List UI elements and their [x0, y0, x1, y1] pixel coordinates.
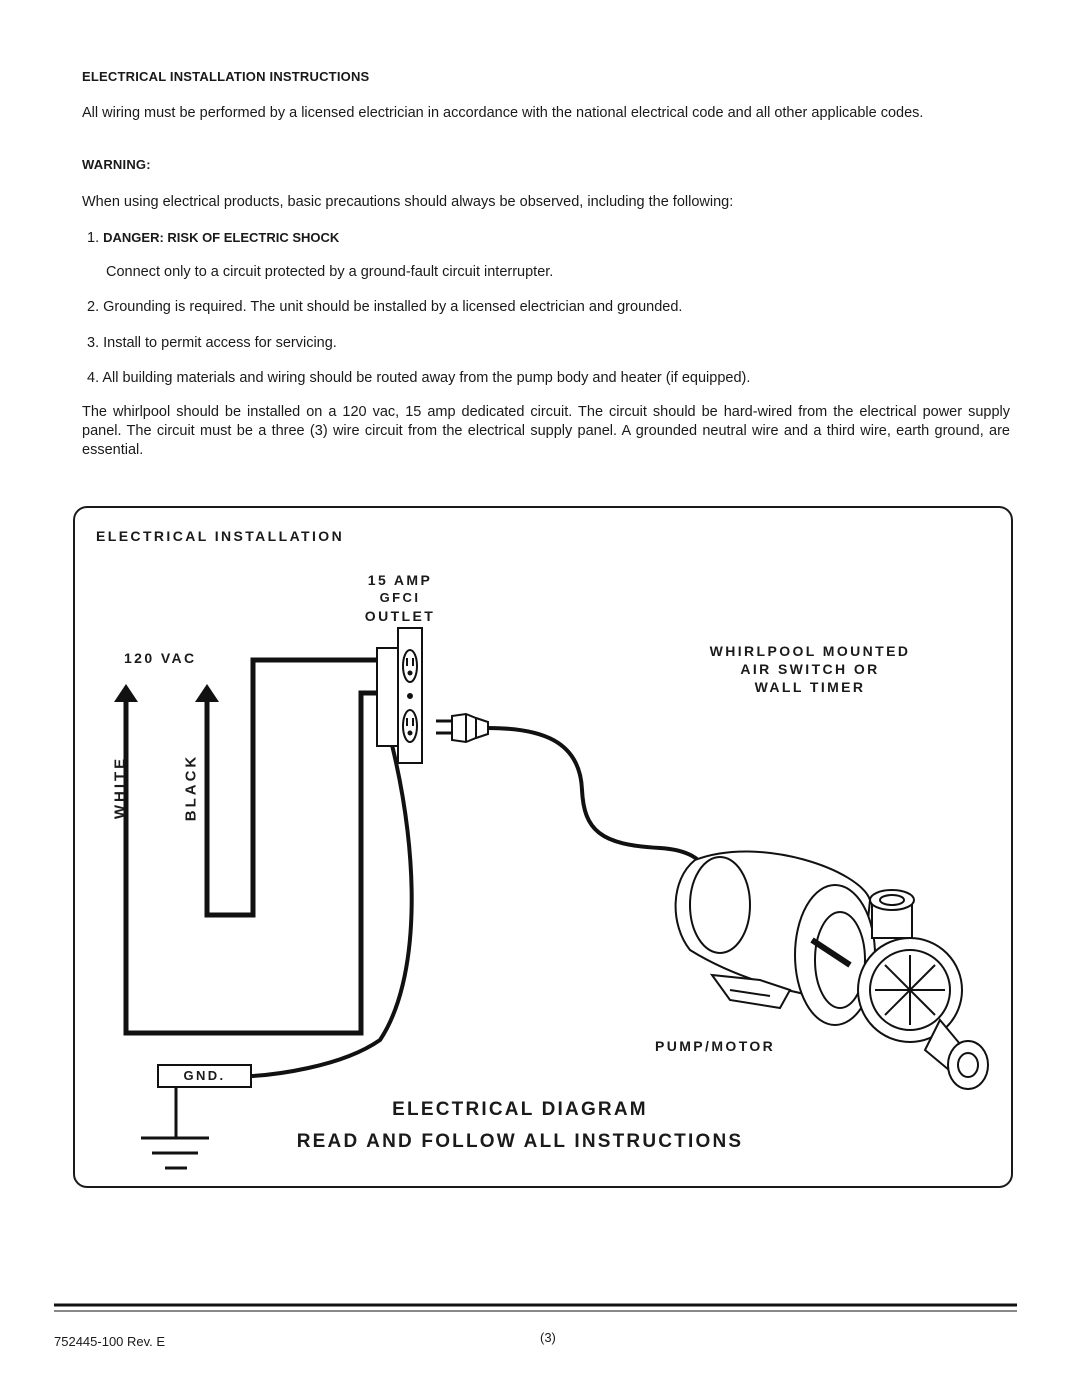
white-wire — [123, 690, 378, 1036]
pump-motor-label: PUMP/MOTOR — [655, 1038, 776, 1054]
plug-icon — [436, 712, 489, 744]
outlet-label-line2: GFCI — [379, 590, 421, 605]
gnd-label: GND. — [183, 1068, 226, 1083]
switch-label-line3: WALL TIMER — [754, 679, 866, 695]
danger-title: DANGER: RISK OF ELECTRIC SHOCK — [103, 230, 340, 245]
diagram-heading: ELECTRICAL INSTALLATION — [96, 528, 345, 544]
document-number: 752445-100 Rev. E — [54, 1334, 166, 1349]
list-item-text: Install to permit access for servicing. — [103, 335, 337, 351]
ground-symbol-icon — [141, 1087, 209, 1170]
warning-heading: WARNING: — [82, 157, 151, 172]
diagram-title: ELECTRICAL DIAGRAM — [392, 1099, 648, 1120]
black-arrow-icon — [195, 684, 219, 702]
diagram-subtitle: READ AND FOLLOW ALL INSTRUCTIONS — [296, 1131, 744, 1152]
list-number: 3. — [87, 335, 100, 351]
list-item: 1. DANGER: RISK OF ELECTRIC SHOCK — [87, 228, 339, 248]
outlet-label-line1: 15 AMP — [367, 572, 433, 588]
electrical-diagram-frame — [73, 506, 1013, 1188]
black-wire — [204, 657, 378, 918]
ground-wire — [251, 744, 414, 1078]
outlet-label-line3: OUTLET — [364, 608, 436, 624]
intro-paragraph: All wiring must be performed by a licens… — [82, 105, 924, 121]
list-item: 3. Install to permit access for servicin… — [87, 334, 337, 353]
list-item-text: All building materials and wiring should… — [102, 370, 751, 386]
list-item: 4. All building materials and wiring sho… — [87, 369, 750, 388]
voltage-label: 120 VAC — [124, 650, 197, 666]
list-number: 2. — [87, 299, 100, 315]
pump-cord — [487, 726, 707, 870]
circuit-paragraph: The whirlpool should be installed on a 1… — [82, 404, 1010, 458]
list-item-text: Grounding is required. The unit should b… — [103, 299, 683, 315]
white-wire-label: WHITE — [111, 755, 129, 820]
list-number: 1. — [87, 230, 100, 246]
white-arrow-icon — [114, 684, 138, 702]
section-heading: ELECTRICAL INSTALLATION INSTRUCTIONS — [82, 69, 370, 84]
list-item-text: Connect only to a circuit protected by a… — [106, 264, 554, 280]
warning-intro: When using electrical products, basic pr… — [82, 194, 734, 210]
black-wire-label: BLACK — [182, 753, 200, 822]
gnd-box — [157, 1064, 252, 1088]
page-number: (3) — [540, 1330, 556, 1345]
list-item: 2. Grounding is required. The unit shoul… — [87, 298, 682, 317]
list-number: 4. — [87, 370, 100, 386]
switch-label-line1: WHIRLPOOL MOUNTED — [709, 643, 911, 659]
switch-label-line2: AIR SWITCH OR — [740, 661, 880, 677]
pump-motor-illustration — [674, 850, 989, 1090]
gfci-outlet — [376, 627, 423, 764]
